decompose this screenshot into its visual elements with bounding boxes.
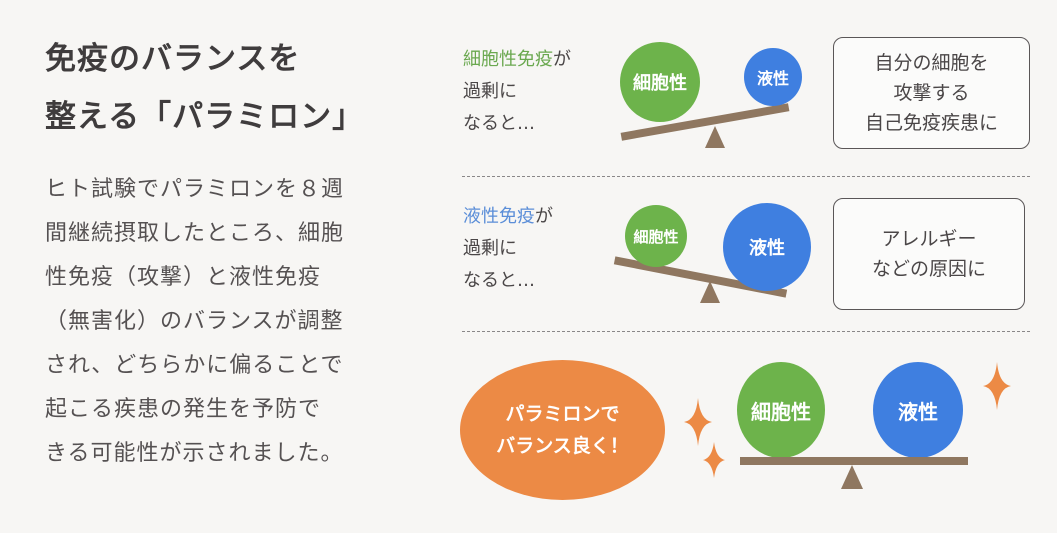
body-line: （無害化）のバランスが調整 xyxy=(45,309,344,334)
scenario-humoral-excess: 液性免疫が 過剰に なると… 細胞性 液性 アレルギー などの原因に xyxy=(455,195,1035,320)
humoral-ball-large: 液性 xyxy=(723,203,811,291)
section-heading: 免疫のバランスを 整える「パラミロン」 xyxy=(45,30,364,146)
sparkle-icon xyxy=(684,398,712,446)
body-line: きる可能性が示されました。 xyxy=(45,441,344,466)
result-autoimmune: 自分の細胞を 攻撃する 自己免疫疾患に xyxy=(833,37,1030,149)
dashed-divider xyxy=(462,331,1030,332)
cellular-immunity-highlight: 細胞性免疫 xyxy=(463,49,553,70)
body-line: され、どちらかに偏ることで xyxy=(45,353,344,378)
condition-label: 細胞性免疫が 過剰に なると… xyxy=(463,49,571,134)
seesaw-fulcrum xyxy=(841,465,863,489)
sparkle-icon xyxy=(703,442,725,478)
body-line: ヒト試験でパラミロンを８週 xyxy=(45,177,345,202)
dashed-divider xyxy=(462,176,1030,177)
scenario-cellular-excess: 細胞性免疫が 過剰に なると… 細胞性 液性 自分の細胞を 攻撃する 自己免疫疾… xyxy=(455,37,1035,170)
result-allergy: アレルギー などの原因に xyxy=(833,198,1025,310)
seesaw-fulcrum xyxy=(705,126,725,148)
body-line: 起こる疾患の発生を予防で xyxy=(45,397,322,422)
cellular-ball-large: 細胞性 xyxy=(620,42,700,122)
body-line: 性免疫（攻撃）と液性免疫 xyxy=(45,265,322,290)
seesaw-fulcrum xyxy=(700,281,720,303)
condition-label: 液性免疫が 過剰に なると… xyxy=(463,206,553,291)
heading-line-2: 整える「パラミロン」 xyxy=(45,99,365,135)
sparkle-icon xyxy=(983,362,1011,410)
paramylon-balance-bubble: パラミロンで バランス良く！ xyxy=(460,360,665,500)
heading-line-1: 免疫のバランスを xyxy=(45,41,301,77)
cellular-ball-small: 細胞性 xyxy=(625,205,687,267)
humoral-immunity-highlight: 液性免疫 xyxy=(463,206,535,227)
body-line: 間継続摂取したところ、細胞 xyxy=(45,221,345,246)
cellular-ball-balanced: 細胞性 xyxy=(737,362,825,458)
body-paragraph: ヒト試験でパラミロンを８週 間継続摂取したところ、細胞 性免疫（攻撃）と液性免疫… xyxy=(45,168,405,476)
seesaw-beam-level xyxy=(740,457,968,465)
humoral-ball-small: 液性 xyxy=(744,48,802,106)
humoral-ball-balanced: 液性 xyxy=(873,362,963,458)
